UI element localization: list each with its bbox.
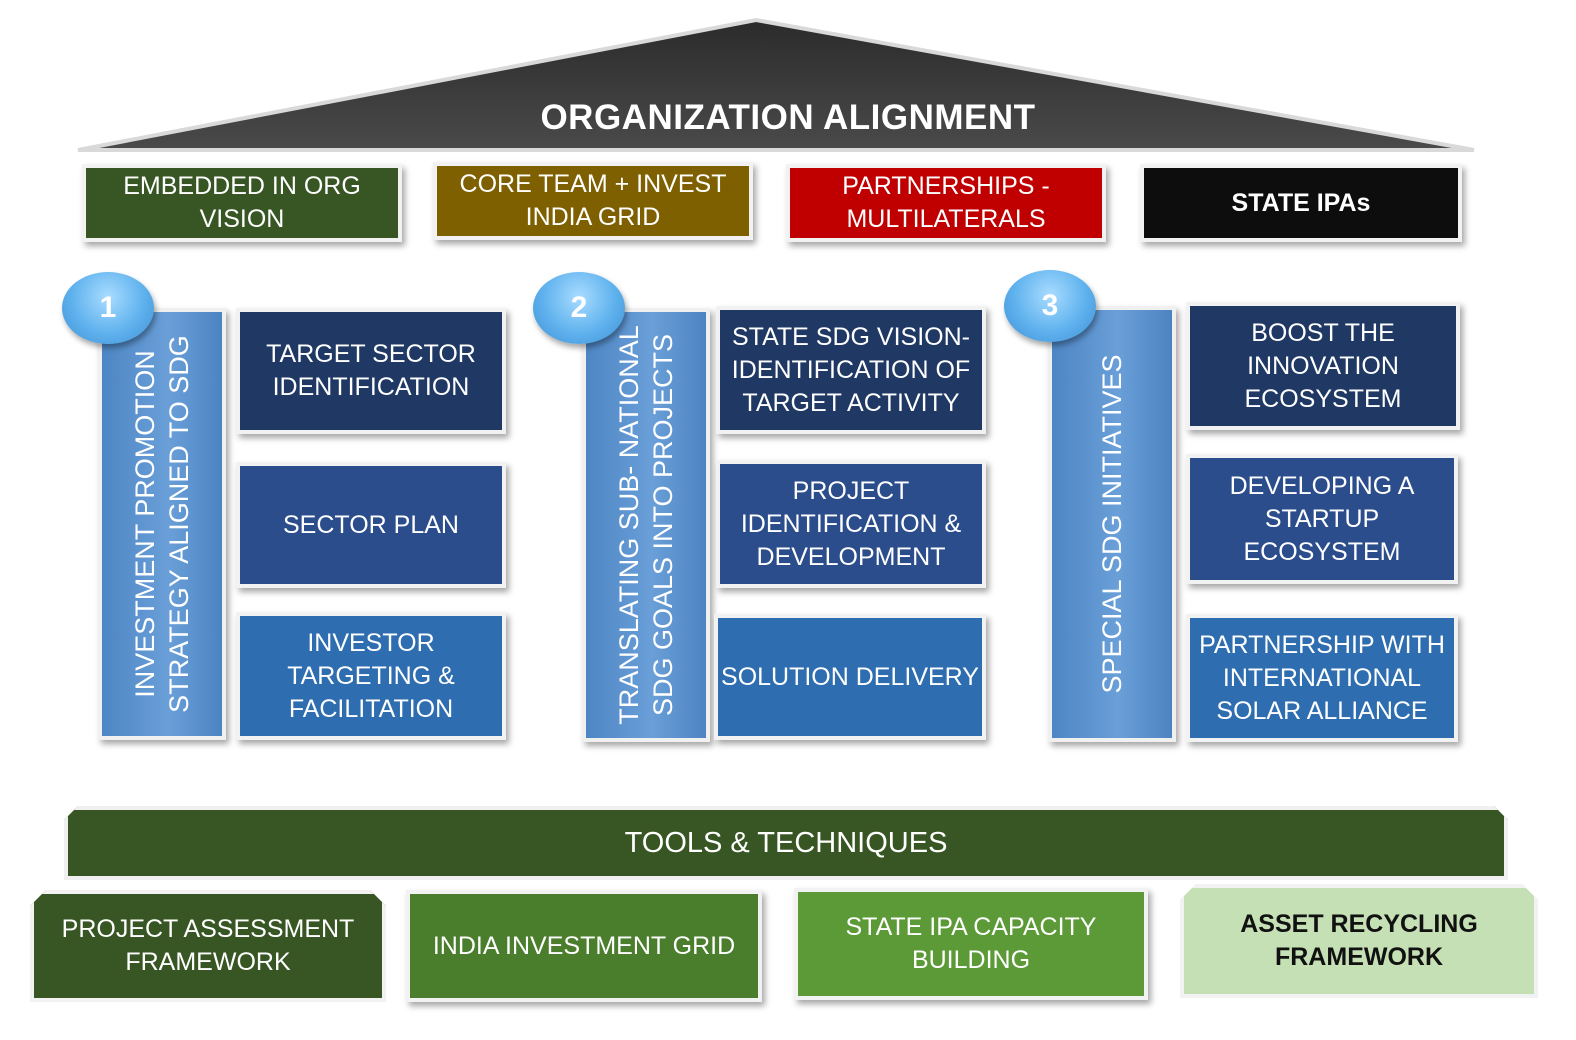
pillar-1-title: INVESTMENT PROMOTION STRATEGY ALIGNED TO…	[130, 335, 194, 713]
foundation-box-india-investment-grid: INDIA INVESTMENT GRID	[406, 890, 762, 1002]
pillar-1-item-2: SECTOR PLAN	[236, 462, 506, 588]
roof	[77, 17, 1475, 152]
pillar-3-item-2: DEVELOPING A STARTUP ECOSYSTEM	[1186, 454, 1458, 584]
pillar-2-title: TRANSLATING SUB- NATIONAL SDG GOALS INTO…	[614, 325, 678, 725]
pillar-2-item-2: PROJECT IDENTIFICATION & DEVELOPMENT	[716, 460, 986, 588]
foundation-box-state-ipa-capacity: STATE IPA CAPACITY BUILDING	[794, 888, 1148, 1000]
alignment-box-org-vision: EMBEDDED IN ORG VISION	[82, 164, 402, 242]
pillar-2: TRANSLATING SUB- NATIONAL SDG GOALS INTO…	[582, 308, 710, 742]
pillar-3-item-1: BOOST THE INNOVATION ECOSYSTEM	[1186, 302, 1460, 430]
roof-title: ORGANIZATION ALIGNMENT	[540, 98, 1036, 137]
alignment-box-state-ipas: STATE IPAs	[1140, 164, 1462, 242]
alignment-box-core-team: CORE TEAM + INVEST INDIA GRID	[433, 162, 753, 240]
pillar-3-number-badge: 3	[1004, 270, 1096, 342]
pillar-2-number-badge: 2	[533, 272, 625, 344]
pillar-3-title: SPECIAL SDG INITIATIVES	[1097, 354, 1127, 694]
pillar-3-item-3: PARTNERSHIP WITH INTERNATIONAL SOLAR ALL…	[1186, 614, 1458, 742]
pillar-2-item-1: STATE SDG VISION- IDENTIFICATION OF TARG…	[716, 306, 986, 434]
pillar-2-item-3: SOLUTION DELIVERY	[714, 614, 986, 740]
tools-techniques-bar: TOOLS & TECHNIQUES	[64, 806, 1508, 880]
pillar-3: SPECIAL SDG INITIATIVES	[1048, 306, 1176, 742]
pillar-1-number-badge: 1	[62, 272, 154, 344]
foundation-box-asset-recycling: ASSET RECYCLING FRAMEWORK	[1180, 884, 1538, 998]
foundation-box-project-assessment: PROJECT ASSESSMENT FRAMEWORK	[30, 890, 386, 1002]
alignment-box-partnerships: PARTNERSHIPS - MULTILATERALS	[786, 164, 1106, 242]
pillar-1-item-3: INVESTOR TARGETING & FACILITATION	[236, 612, 506, 740]
pillar-1-item-1: TARGET SECTOR IDENTIFICATION	[236, 308, 506, 434]
pillar-1: INVESTMENT PROMOTION STRATEGY ALIGNED TO…	[98, 308, 226, 740]
